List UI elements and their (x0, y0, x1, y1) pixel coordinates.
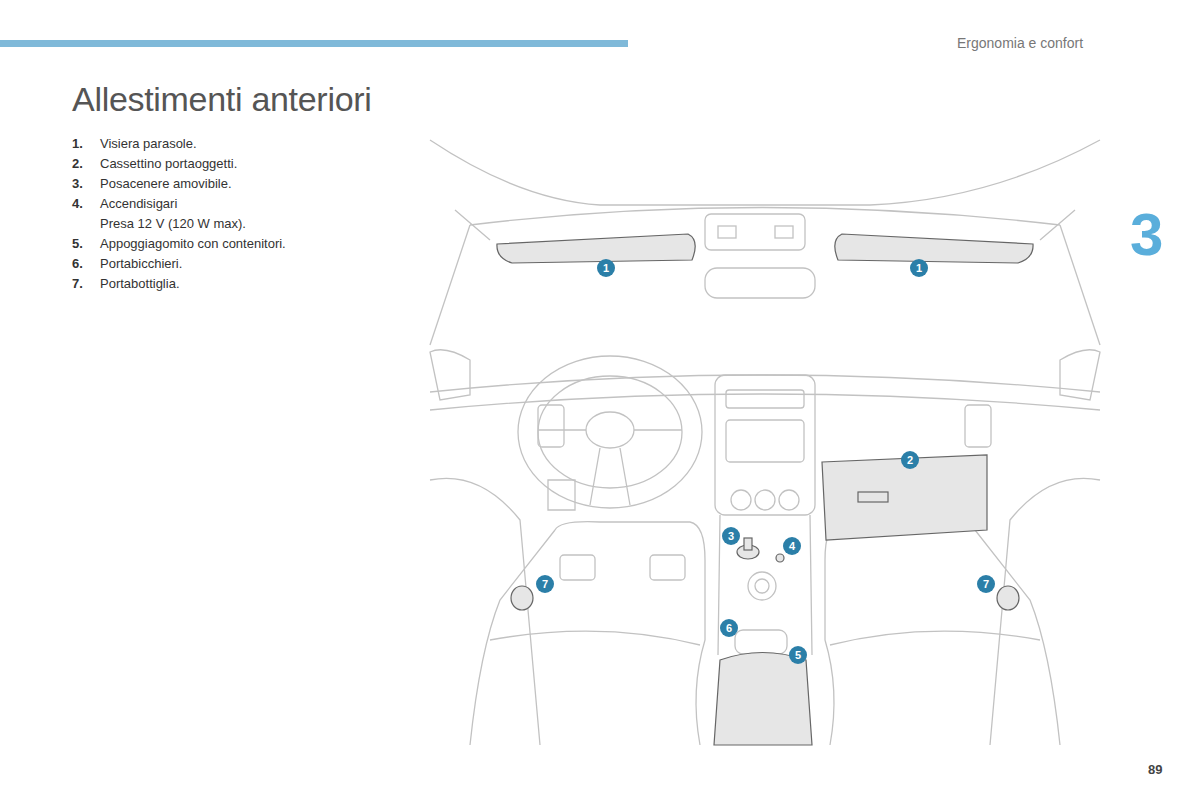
callout-circle: 7 (536, 575, 554, 593)
list-item: Appoggiagomito con contenitori. (100, 236, 286, 251)
list-number: 7. (72, 276, 83, 291)
callout-number: 5 (795, 650, 801, 661)
callout-number: 2 (907, 455, 913, 466)
cabin-lines (430, 140, 1100, 745)
highlighted-parts (497, 234, 1033, 745)
callout-circle: 5 (789, 646, 807, 664)
callout-circle: 2 (901, 451, 919, 469)
page-number: 89 (1148, 762, 1162, 777)
callout-circle: 1 (597, 259, 615, 277)
list-item: Presa 12 V (120 W max). (100, 216, 246, 231)
list-number: 2. (72, 156, 83, 171)
list-number: 3. (72, 176, 83, 191)
callout-circle: 1 (910, 259, 928, 277)
callout-circle: 4 (783, 537, 801, 555)
callout-number: 4 (789, 541, 795, 552)
callout-circle: 7 (977, 575, 995, 593)
list-number: 4. (72, 196, 83, 211)
glovebox-handle (858, 492, 888, 502)
page-title: Allestimenti anteriori (72, 80, 372, 119)
list-number: 1. (72, 136, 83, 151)
callout-number: 3 (728, 531, 734, 542)
list-item: Portabottiglia. (100, 276, 180, 291)
callout-number: 1 (916, 263, 922, 274)
list-number: 6. (72, 256, 83, 271)
chapter-number: 3 (1130, 205, 1163, 265)
list-item: Cassettino portaoggetti. (100, 156, 237, 171)
header-bar (0, 40, 628, 47)
list-item: Accendisigari (100, 196, 177, 211)
list-number: 5. (72, 236, 83, 251)
list-item: Posacenere amovibile. (100, 176, 232, 191)
callout-circle: 3 (722, 527, 740, 545)
callout-number: 1 (603, 263, 609, 274)
callout-circle: 6 (720, 619, 738, 637)
section-header: Ergonomia e confort (957, 35, 1083, 51)
callout-number: 6 (726, 623, 732, 634)
list-item: Visiera parasole. (100, 136, 197, 151)
callout-number: 7 (983, 579, 989, 590)
callout-number: 7 (542, 579, 548, 590)
list-item: Portabicchieri. (100, 256, 182, 271)
